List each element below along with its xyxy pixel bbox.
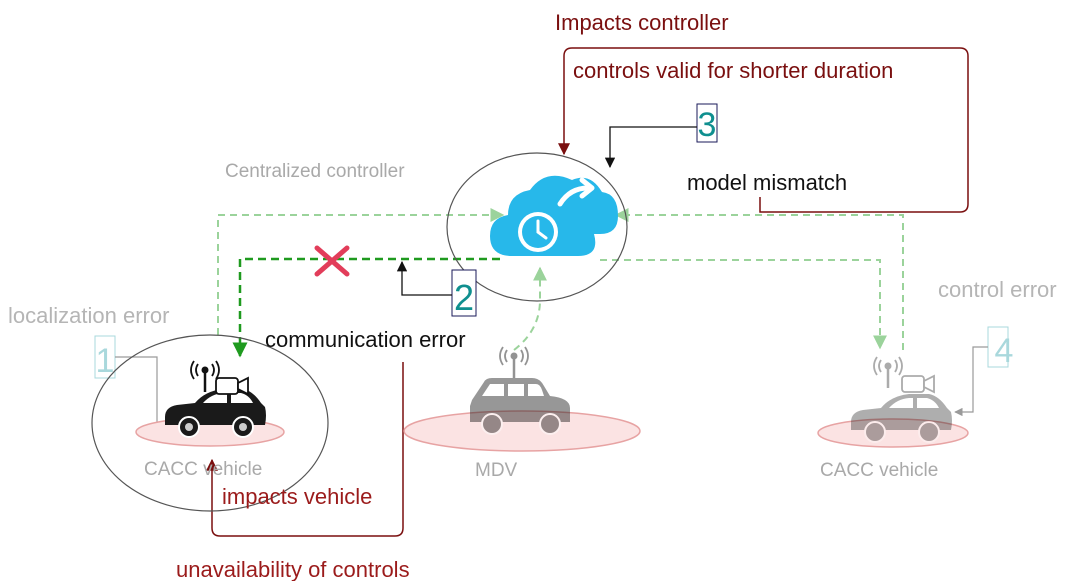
marker-3-arrow bbox=[604, 126, 697, 169]
marker-2-arrow bbox=[396, 260, 452, 296]
marker-1-arrow bbox=[115, 356, 161, 433]
antenna-icon bbox=[873, 356, 903, 388]
marker-3-box bbox=[696, 103, 718, 143]
marker-3-label: 3 bbox=[698, 106, 717, 144]
suv-icon bbox=[470, 378, 570, 435]
impacts-controller-label: Impacts controller bbox=[555, 10, 729, 35]
mdv-zone bbox=[403, 410, 641, 452]
video-camera-icon bbox=[215, 376, 249, 396]
centralized-controller-label: Centralized controller bbox=[225, 161, 405, 182]
link-mdv-to-controller bbox=[513, 266, 547, 351]
communication-error-label: communication error bbox=[265, 327, 466, 352]
link-controller-to-left-vehicle bbox=[232, 257, 500, 358]
controller-ellipse bbox=[446, 152, 628, 302]
right-vehicle-label: CACC vehicle bbox=[820, 460, 938, 481]
marker-2-label: 2 bbox=[454, 277, 474, 318]
model-mismatch-label: model mismatch bbox=[687, 170, 847, 195]
marker-4-label: 4 bbox=[995, 332, 1014, 370]
impacts-vehicle-label: impacts vehicle bbox=[222, 484, 372, 509]
cloud-clock-icon bbox=[490, 175, 618, 256]
localization-error-label: localization error bbox=[8, 303, 169, 328]
video-camera-icon bbox=[901, 374, 935, 394]
controls-valid-label: controls valid for shorter duration bbox=[573, 58, 893, 83]
controller-impact-bracket bbox=[558, 47, 969, 213]
mdv-label: MDV bbox=[475, 460, 518, 481]
antenna-icon bbox=[499, 346, 529, 378]
vehicle-impact-bracket bbox=[206, 362, 404, 537]
antenna-icon bbox=[190, 360, 220, 392]
x-mark-icon bbox=[314, 245, 350, 277]
control-error-label: control error bbox=[938, 277, 1057, 302]
right-vehicle-zone bbox=[817, 418, 969, 448]
link-right-vehicle-to-controller bbox=[614, 208, 904, 350]
marker-4-arrow bbox=[954, 346, 988, 417]
car-icon bbox=[165, 389, 266, 438]
link-controller-to-right-vehicle bbox=[600, 259, 887, 350]
link-left-vehicle-to-controller bbox=[217, 208, 505, 335]
marker-1-label: 1 bbox=[96, 342, 115, 380]
left-vehicle-label: CACC vehicle bbox=[144, 459, 262, 480]
left-vehicle-ellipse bbox=[91, 334, 329, 512]
marker-2-box bbox=[451, 269, 477, 317]
car-icon bbox=[851, 394, 952, 443]
unavailability-label: unavailability of controls bbox=[176, 557, 410, 581]
